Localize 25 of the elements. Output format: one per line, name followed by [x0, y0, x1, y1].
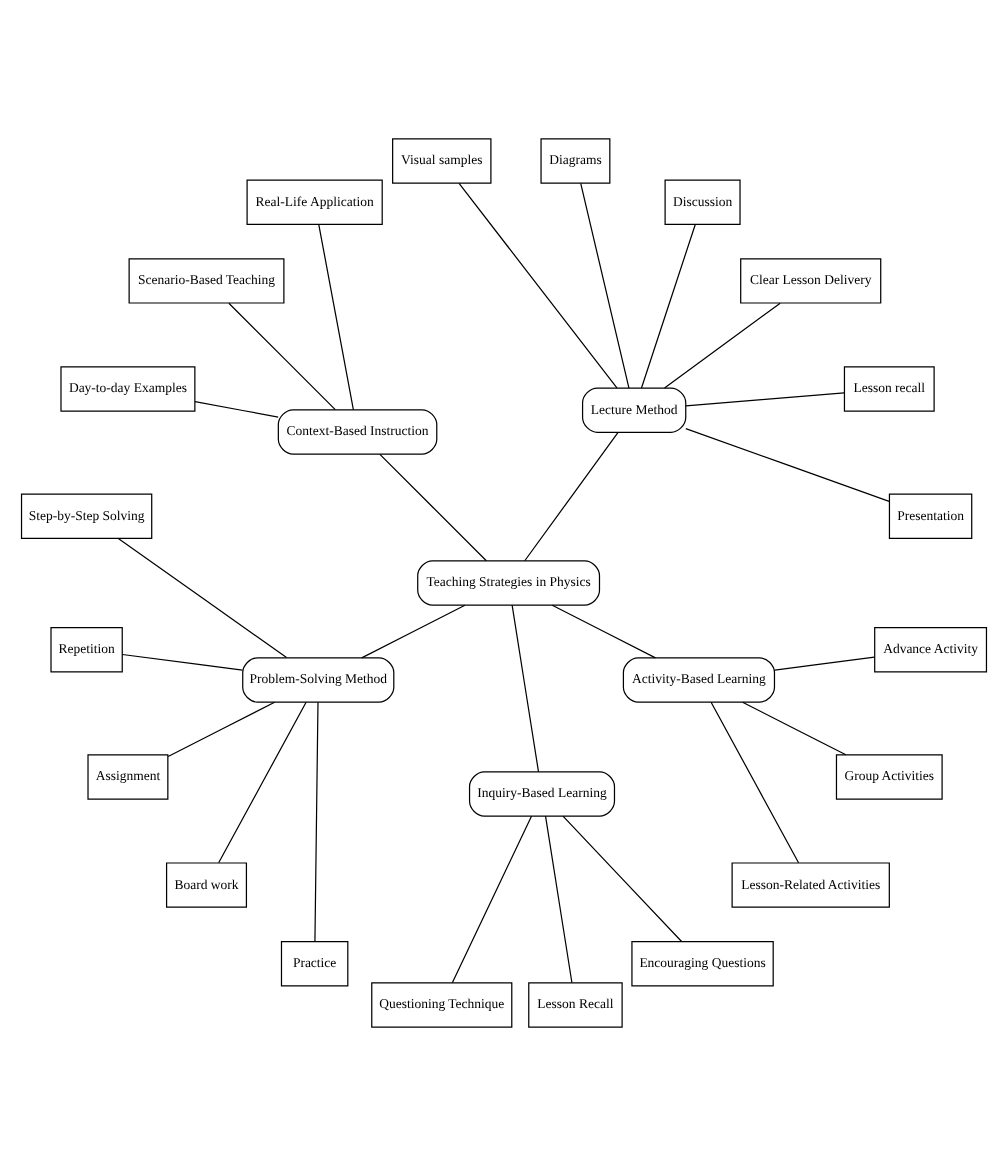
connector: [685, 391, 845, 406]
connector: [121, 652, 244, 670]
connector: [194, 399, 279, 417]
connector: [742, 700, 847, 755]
connector: [314, 700, 319, 942]
connector: [551, 603, 657, 658]
connector: [218, 700, 307, 863]
connector: [167, 700, 276, 757]
connector: [117, 536, 288, 658]
connector: [318, 222, 354, 410]
connector: [524, 430, 619, 561]
connector: [458, 181, 618, 388]
connector: [451, 814, 533, 983]
connector: [544, 814, 573, 983]
connector: [580, 181, 630, 388]
connector: [228, 301, 336, 410]
connector: [640, 223, 696, 388]
connector: [361, 603, 466, 658]
connector: [379, 452, 487, 561]
connector: [710, 700, 800, 863]
connector: [663, 301, 781, 388]
connector: [774, 655, 876, 670]
connector: [511, 603, 540, 772]
connector: [685, 427, 890, 501]
connector: [562, 814, 683, 942]
